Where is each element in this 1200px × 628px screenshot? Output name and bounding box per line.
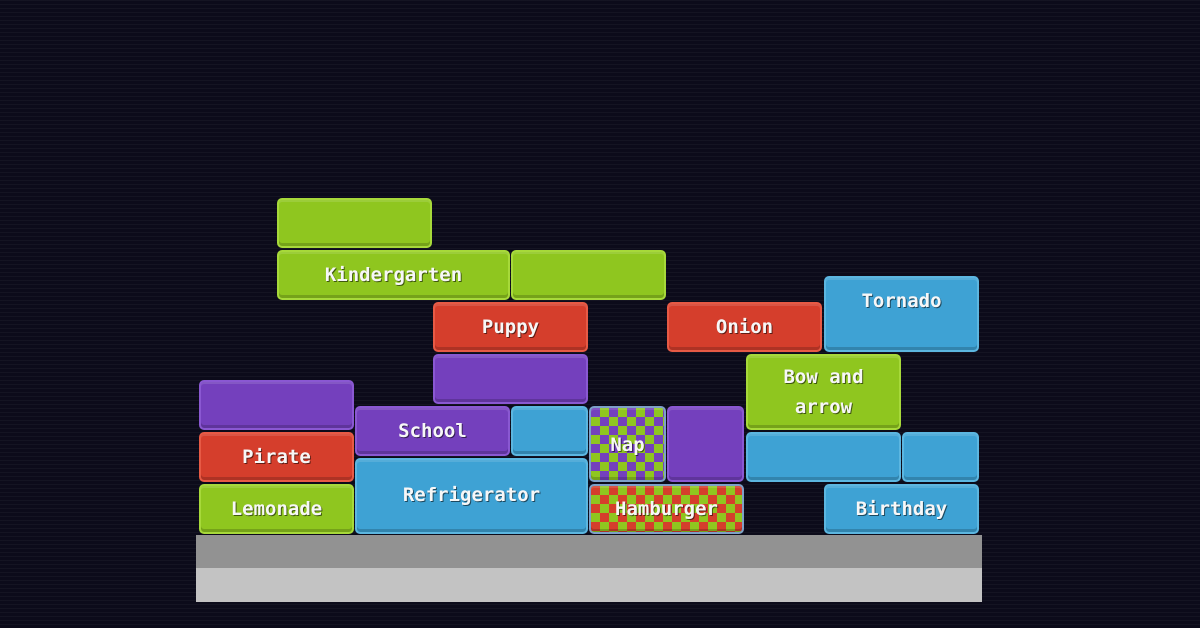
platform-bottom xyxy=(196,568,982,602)
purple-block-tall[interactable] xyxy=(667,406,744,482)
platform-top xyxy=(196,535,982,568)
blue-block-small-right[interactable] xyxy=(902,432,979,482)
block-lemonade[interactable]: Lemonade xyxy=(199,484,354,534)
block-onion[interactable]: Onion xyxy=(667,302,822,352)
block-refrigerator[interactable]: Refrigerator xyxy=(355,458,588,534)
block-birthday[interactable]: Birthday xyxy=(824,484,979,534)
block-kindergarten[interactable]: Kindergarten xyxy=(277,250,510,300)
blue-block-small-center[interactable] xyxy=(511,406,588,456)
block-nap[interactable]: Nap xyxy=(589,406,666,482)
block-tornado[interactable]: Tornado xyxy=(824,276,979,352)
block-hamburger[interactable]: Hamburger xyxy=(589,484,744,534)
purple-block-under-puppy[interactable] xyxy=(433,354,588,404)
block-bow-and-arrow[interactable]: Bow and arrow xyxy=(746,354,901,430)
blue-block-wide-right[interactable] xyxy=(746,432,901,482)
purple-block-left[interactable] xyxy=(199,380,354,430)
block-puppy[interactable]: Puppy xyxy=(433,302,588,352)
green-block-right[interactable] xyxy=(511,250,666,300)
block-pirate[interactable]: Pirate xyxy=(199,432,354,482)
block-school[interactable]: School xyxy=(355,406,510,456)
green-block-top[interactable] xyxy=(277,198,432,248)
